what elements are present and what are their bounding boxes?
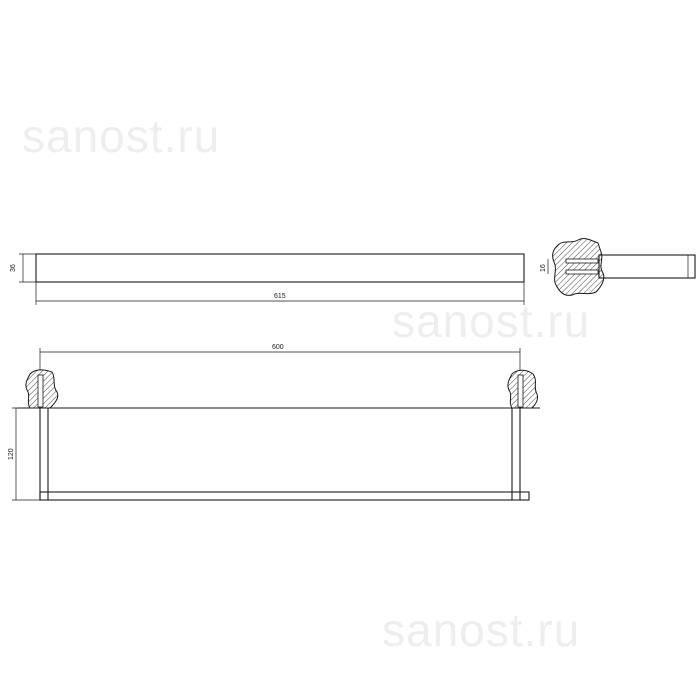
anchor-slot-lower [565,269,599,275]
front-bar [39,491,530,501]
watermark-bottom-right: sanost.ru [382,604,580,656]
front-width-label: 600 [272,344,284,351]
watermark-middle-right: sanost.ru [392,295,590,347]
anchor-slot-upper [565,258,599,264]
wall-section-hatch [552,238,605,296]
side-bar-profile [598,254,696,279]
top-view: 36 615 [10,253,525,305]
watermark-top-left: sanost.ru [22,110,220,162]
left-anchor-bolt [37,374,44,408]
top-view-bar [35,253,525,283]
top-height-label: 36 [10,264,17,272]
front-height-label: 120 [8,448,15,460]
right-anchor-bolt [517,374,524,408]
top-length-label: 615 [274,293,286,300]
side-section-label: 16 [540,264,547,272]
front-view: 600 120 [8,344,540,501]
side-section-view: 16 [540,238,696,296]
